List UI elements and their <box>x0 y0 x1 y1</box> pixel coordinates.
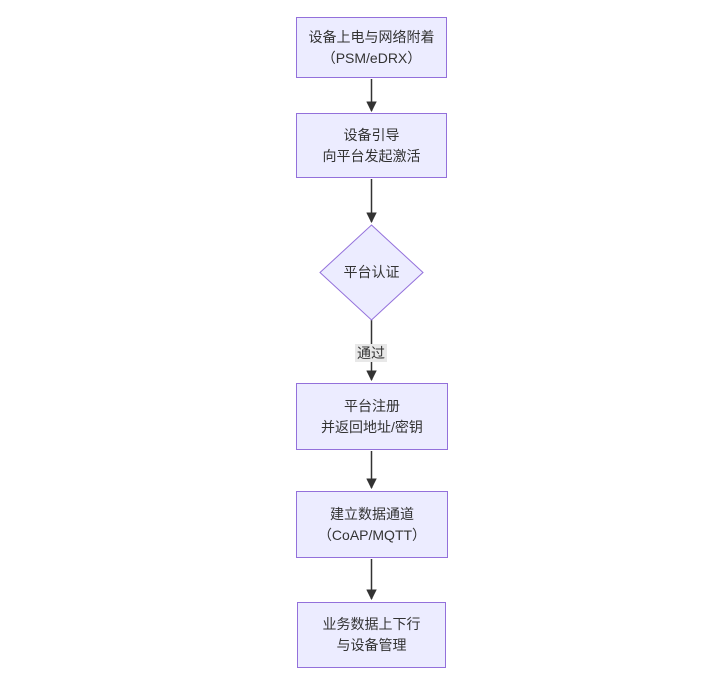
node-power-attach-line2: （PSM/eDRX） <box>321 49 422 66</box>
node-business-line1: 业务数据上下行 <box>322 616 421 632</box>
node-register-line1: 平台注册 <box>344 397 400 414</box>
node-power-attach-line1: 设备上电与网络附着 <box>308 28 435 45</box>
node-business: 业务数据上下行 与设备管理 <box>297 602 446 668</box>
node-data-channel: 建立数据通道 （CoAP/MQTT） <box>296 491 448 558</box>
node-bootstrap: 设备引导 向平台发起激活 <box>296 113 447 178</box>
edge-label-pass: 通过 <box>355 344 387 362</box>
node-register: 平台注册 并返回地址/密钥 <box>296 383 448 450</box>
node-bootstrap-line1: 设备引导 <box>343 126 400 143</box>
node-bootstrap-line2: 向平台发起激活 <box>322 147 421 164</box>
node-data-channel-line1: 建立数据通道 <box>330 505 414 522</box>
node-business-line2: 与设备管理 <box>336 637 407 653</box>
node-auth-label: 平台认证 <box>343 264 400 280</box>
node-register-line2: 并返回地址/密钥 <box>321 418 423 435</box>
node-power-attach: 设备上电与网络附着 （PSM/eDRX） <box>296 17 447 78</box>
node-data-channel-line2: （CoAP/MQTT） <box>317 526 427 543</box>
